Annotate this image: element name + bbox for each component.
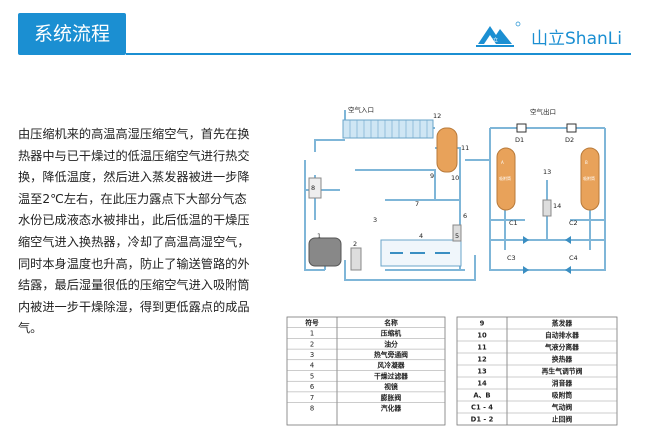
legend-symbol: 13 bbox=[477, 368, 487, 376]
label-13: 13 bbox=[543, 168, 551, 176]
label-c2: C2 bbox=[569, 219, 578, 227]
legend-symbol: 1 bbox=[310, 330, 314, 338]
heat-exchanger bbox=[342, 119, 434, 139]
legend-rows: 符号 名称 1 压缩机 2 油分 3 热气旁通阀 4 风冷凝器 5 干燥过滤器 6 视镜 7 膨胀阀 8 汽化器 9… bbox=[287, 318, 617, 424]
tower-b-label: 吸附筒 bbox=[583, 175, 595, 181]
brand-en: ShanLi bbox=[565, 29, 622, 49]
air-inlet-label: 空气入口 bbox=[348, 105, 374, 114]
tower-b-letter: B bbox=[585, 160, 588, 165]
brand-cn: 山立 bbox=[531, 29, 565, 49]
legend-name: 吸附筒 bbox=[552, 391, 573, 400]
label-1: 1 bbox=[317, 232, 321, 240]
brand-name: 山立ShanLi bbox=[531, 24, 622, 49]
label-2: 2 bbox=[353, 240, 357, 248]
separator-tank bbox=[436, 127, 458, 173]
label-12: 12 bbox=[433, 112, 441, 120]
valve-c2 bbox=[565, 236, 571, 244]
label-c1: C1 bbox=[509, 219, 518, 227]
process-description: 由压缩机来的高温高湿压缩空气，首先在换热器中与已干燥过的低温压缩空气进行热交换，… bbox=[18, 127, 250, 336]
label-7: 7 bbox=[415, 200, 419, 208]
valve-c1 bbox=[523, 236, 529, 244]
valve-c4 bbox=[565, 266, 571, 274]
air-outlet-label: 空气出口 bbox=[530, 107, 556, 116]
legend-symbol: 7 bbox=[310, 394, 314, 402]
legend-name: 名称 bbox=[384, 318, 398, 327]
muffler bbox=[542, 199, 552, 217]
legend-symbol: 11 bbox=[477, 344, 487, 352]
legend-symbol: 12 bbox=[477, 356, 487, 364]
legend-symbol: 10 bbox=[477, 332, 487, 340]
section-title: 系统流程 bbox=[33, 23, 110, 45]
legend-table: 符号 名称 1 压缩机 2 油分 3 热气旁通阀 4 风冷凝器 5 干燥过滤器 6 视镜 7 膨胀阀 8 汽化器 9… bbox=[286, 316, 618, 426]
legend-name: 膨胀阀 bbox=[380, 393, 402, 402]
flow-diagram: 空气入口 空气出口 1 2 3 4 5 6 7 8 9 10 11 12 13 … bbox=[304, 105, 606, 281]
legend-symbol: 14 bbox=[477, 380, 487, 388]
label-14: 14 bbox=[553, 202, 561, 210]
legend-name: 压缩机 bbox=[381, 329, 402, 338]
label-10: 10 bbox=[451, 174, 459, 182]
legend-name: 止回阀 bbox=[552, 415, 573, 424]
legend-name: 干燥过滤器 bbox=[374, 371, 408, 380]
label-d1: D1 bbox=[515, 136, 524, 144]
check-valve-d2 bbox=[566, 123, 577, 133]
legend-symbol: 9 bbox=[480, 320, 485, 328]
legend-symbol: 5 bbox=[310, 372, 314, 380]
label-3: 3 bbox=[373, 216, 377, 224]
label-c3: C3 bbox=[507, 254, 516, 262]
compressor bbox=[308, 237, 342, 267]
label-9: 9 bbox=[430, 172, 434, 180]
tower-a-label: 吸附筒 bbox=[499, 175, 511, 181]
vaporizer bbox=[308, 177, 322, 199]
legend-symbol: 8 bbox=[310, 405, 314, 413]
label-11: 11 bbox=[461, 144, 469, 152]
check-valve-d1 bbox=[516, 123, 527, 133]
valve-c3 bbox=[523, 266, 529, 274]
legend-symbol: 2 bbox=[310, 340, 314, 348]
legend-name: 热气旁通阀 bbox=[374, 350, 408, 359]
tower-a-letter: A bbox=[501, 160, 504, 165]
legend-name: 再生气调节阀 bbox=[542, 367, 583, 376]
header: 系统流程 山立 山立ShanLi bbox=[0, 0, 649, 62]
legend-symbol: A、B bbox=[473, 392, 490, 400]
legend-name: 视镜 bbox=[384, 382, 398, 391]
oil-separator bbox=[350, 247, 362, 271]
label-d2: D2 bbox=[565, 136, 574, 144]
brand-logo[interactable]: 山立 山立ShanLi bbox=[474, 18, 634, 50]
section-title-box: 系统流程 bbox=[18, 13, 126, 55]
legend-name: 气动阀 bbox=[551, 403, 573, 412]
label-8: 8 bbox=[311, 184, 315, 192]
legend-symbol: 符号 bbox=[305, 318, 319, 327]
legend-name: 换热器 bbox=[552, 355, 573, 364]
legend-symbol: 3 bbox=[310, 351, 314, 359]
legend-name: 自动排水器 bbox=[545, 331, 579, 340]
title-underline bbox=[126, 53, 631, 55]
label-c4: C4 bbox=[569, 254, 578, 262]
tower-a bbox=[496, 147, 516, 211]
filter-drier bbox=[452, 224, 462, 242]
legend-name: 消音器 bbox=[552, 379, 573, 388]
legend-name: 气液分离器 bbox=[544, 343, 579, 352]
legend-name: 油分 bbox=[384, 339, 398, 348]
mountain-logo-icon: 山立 bbox=[476, 21, 521, 47]
legend-name: 汽化器 bbox=[381, 404, 402, 413]
legend-symbol: D1 - 2 bbox=[471, 416, 494, 424]
legend-symbol: 4 bbox=[310, 362, 314, 370]
label-4: 4 bbox=[419, 232, 423, 240]
label-5: 5 bbox=[455, 232, 459, 240]
legend-symbol: 6 bbox=[310, 383, 314, 391]
label-6: 6 bbox=[463, 212, 467, 220]
tower-b bbox=[580, 147, 600, 211]
legend-name: 风冷凝器 bbox=[377, 361, 404, 370]
logo-small-text: 山立 bbox=[488, 37, 498, 44]
legend-symbol: C1 - 4 bbox=[471, 404, 493, 412]
legend-name: 蒸发器 bbox=[552, 319, 573, 328]
